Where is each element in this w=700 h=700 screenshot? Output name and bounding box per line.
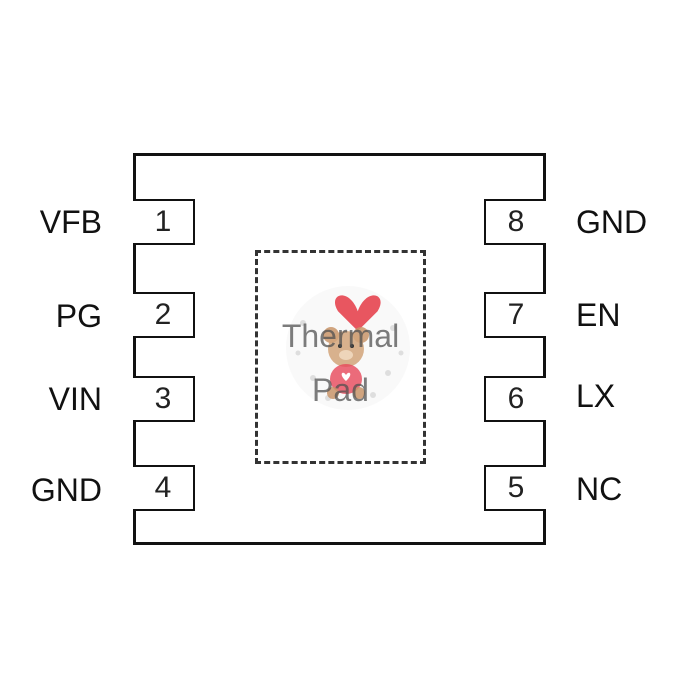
pin-3-label: VIN (48, 381, 102, 417)
pin-8-label: GND (576, 204, 648, 240)
pin-5-number: 5 (507, 471, 525, 504)
pin-7-label: EN (576, 297, 621, 333)
pin-6: 6 (484, 376, 546, 422)
pin-6-label: LX (576, 378, 616, 414)
thermal-pad-label-line1: Thermal (281, 318, 400, 354)
pin-6-number: 6 (507, 382, 525, 415)
thermal-pad (255, 250, 426, 464)
pin-4-label: GND (30, 472, 102, 508)
pin-4-number: 4 (154, 471, 172, 504)
pin-8-number: 8 (507, 205, 525, 238)
pin-7-number: 7 (507, 298, 525, 331)
pin-5: 5 (484, 465, 546, 511)
pin-4: 4 (133, 465, 195, 511)
pin-2: 2 (133, 292, 195, 338)
pin-8: 8 (484, 199, 546, 245)
pin-1-number: 1 (154, 205, 172, 238)
teddy-bear-heart-icon (286, 286, 410, 410)
pin-5-label: NC (576, 471, 623, 507)
thermal-pad-label-line2: Pad (312, 372, 369, 408)
pin-1-label: VFB (39, 204, 102, 240)
pin-2-number: 2 (154, 298, 172, 331)
pin-1: 1 (133, 199, 195, 245)
pin-3-number: 3 (154, 382, 172, 415)
pin-7: 7 (484, 292, 546, 338)
pin-2-label: PG (55, 298, 102, 334)
pin-3: 3 (133, 376, 195, 422)
